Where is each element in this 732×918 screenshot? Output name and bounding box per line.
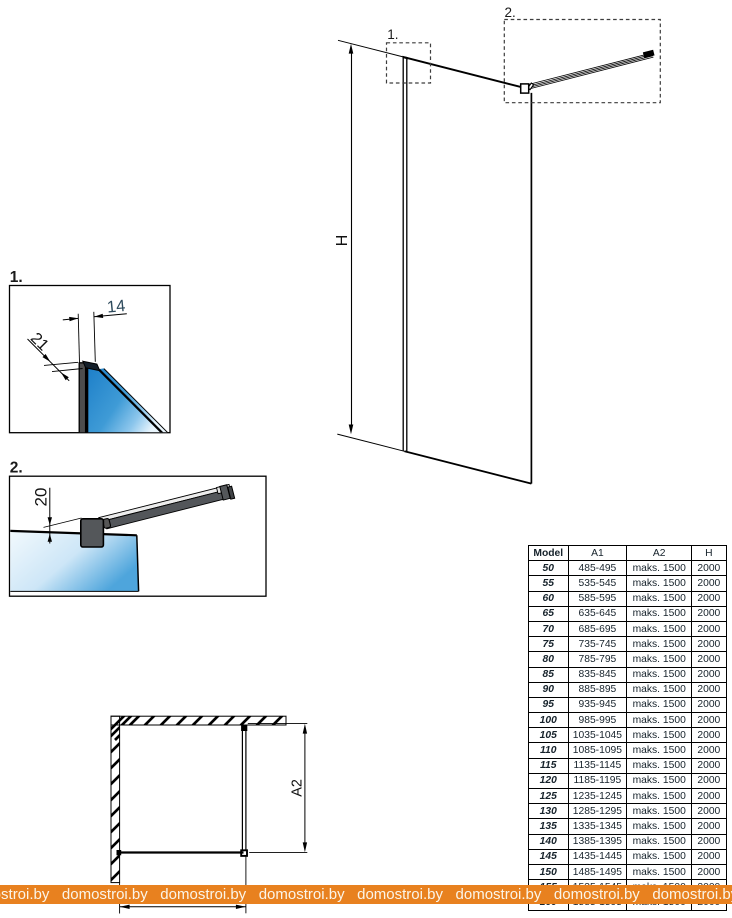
svg-text:2.: 2. xyxy=(10,460,23,477)
svg-text:21: 21 xyxy=(27,330,52,355)
svg-text:H: H xyxy=(334,235,351,247)
svg-text:1.: 1. xyxy=(387,27,398,42)
svg-text:20: 20 xyxy=(31,488,50,507)
svg-text:A2: A2 xyxy=(290,779,306,797)
svg-text:14: 14 xyxy=(106,297,126,317)
svg-text:2.: 2. xyxy=(505,5,516,20)
svg-text:1.: 1. xyxy=(10,269,23,286)
